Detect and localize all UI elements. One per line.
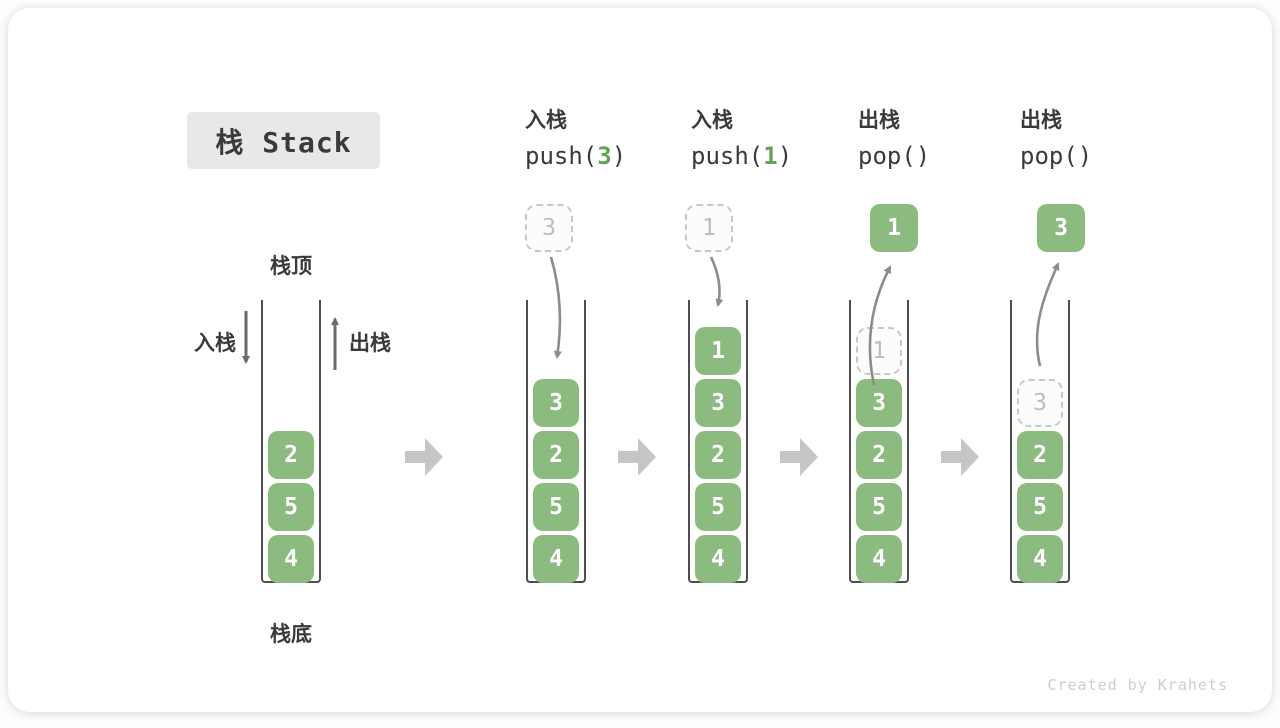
diagram-title-text: 栈 Stack <box>215 125 352 159</box>
stack-cell: 5 <box>1017 483 1063 531</box>
stage-op-name: 出栈 <box>1020 109 1062 132</box>
code-pre: push( <box>525 142 598 170</box>
stage-label-push-3: 入栈 push(3) <box>525 108 695 170</box>
stack-cell: 3 <box>695 379 741 427</box>
stage-op-name: 入栈 <box>691 109 733 132</box>
float-element-push-1: 1 <box>685 204 733 252</box>
diagram-title: 栈 Stack <box>187 112 380 169</box>
stack-cell: 3 <box>856 379 902 427</box>
flow-arrow-icon <box>780 438 818 476</box>
stage-op-name: 入栈 <box>525 109 567 132</box>
code-pre: pop( <box>858 142 916 170</box>
diagram-card: 栈 Stack 入栈 push(3) 入栈 push(1) 出栈 pop() 出… <box>8 8 1272 712</box>
code-post: ) <box>1077 142 1093 170</box>
float-element-push-3: 3 <box>525 204 573 252</box>
stage-op-code: push(3) <box>525 142 695 170</box>
stack-cell: 4 <box>1017 535 1063 583</box>
flow-arrow-icon <box>941 438 979 476</box>
stack-cell: 5 <box>695 483 741 531</box>
stack-cell: 2 <box>533 431 579 479</box>
stack-cell: 4 <box>695 535 741 583</box>
stack-cell: 5 <box>268 483 314 531</box>
stage-op-name: 出栈 <box>858 109 900 132</box>
stack-cell: 3 <box>533 379 579 427</box>
stack-cell: 1 <box>695 327 741 375</box>
code-post: ) <box>777 142 793 170</box>
stack-cell: 2 <box>1017 431 1063 479</box>
stage-op-code: pop() <box>858 142 1028 170</box>
watermark: Created by Krahets <box>1047 676 1228 694</box>
stack-cell: 2 <box>856 431 902 479</box>
stack-cell-ghost: 3 <box>1017 379 1063 427</box>
code-post: ) <box>611 142 627 170</box>
stack-cell: 5 <box>533 483 579 531</box>
code-pre: push( <box>691 142 764 170</box>
float-element-pop-1: 1 <box>870 204 918 252</box>
code-arg: 1 <box>763 142 778 170</box>
code-arg: 3 <box>597 142 612 170</box>
stage-op-code: pop() <box>1020 142 1190 170</box>
push-curve-arrow-icon <box>709 256 724 307</box>
flow-arrow-icon <box>405 438 443 476</box>
stack-cell: 5 <box>856 483 902 531</box>
stage-label-push-1: 入栈 push(1) <box>691 108 861 170</box>
stage-label-pop-1: 出栈 pop() <box>858 108 1028 170</box>
stack-cell: 2 <box>268 431 314 479</box>
stack-cell: 4 <box>856 535 902 583</box>
flow-arrow-icon <box>618 438 656 476</box>
stage-label-pop-3: 出栈 pop() <box>1020 108 1190 170</box>
stack-cell-ghost: 1 <box>856 327 902 375</box>
stack-cell: 2 <box>695 431 741 479</box>
stack-top-label: 栈顶 <box>270 255 312 278</box>
code-post: ) <box>915 142 931 170</box>
stage-op-code: push(1) <box>691 142 861 170</box>
stack-cell: 4 <box>268 535 314 583</box>
stack-bottom-label: 栈底 <box>270 623 312 646</box>
code-pre: pop( <box>1020 142 1078 170</box>
stack-cell: 4 <box>533 535 579 583</box>
push-side-label: 入栈 <box>194 332 236 355</box>
float-element-pop-3: 3 <box>1037 204 1085 252</box>
pop-side-label: 出栈 <box>349 332 391 355</box>
